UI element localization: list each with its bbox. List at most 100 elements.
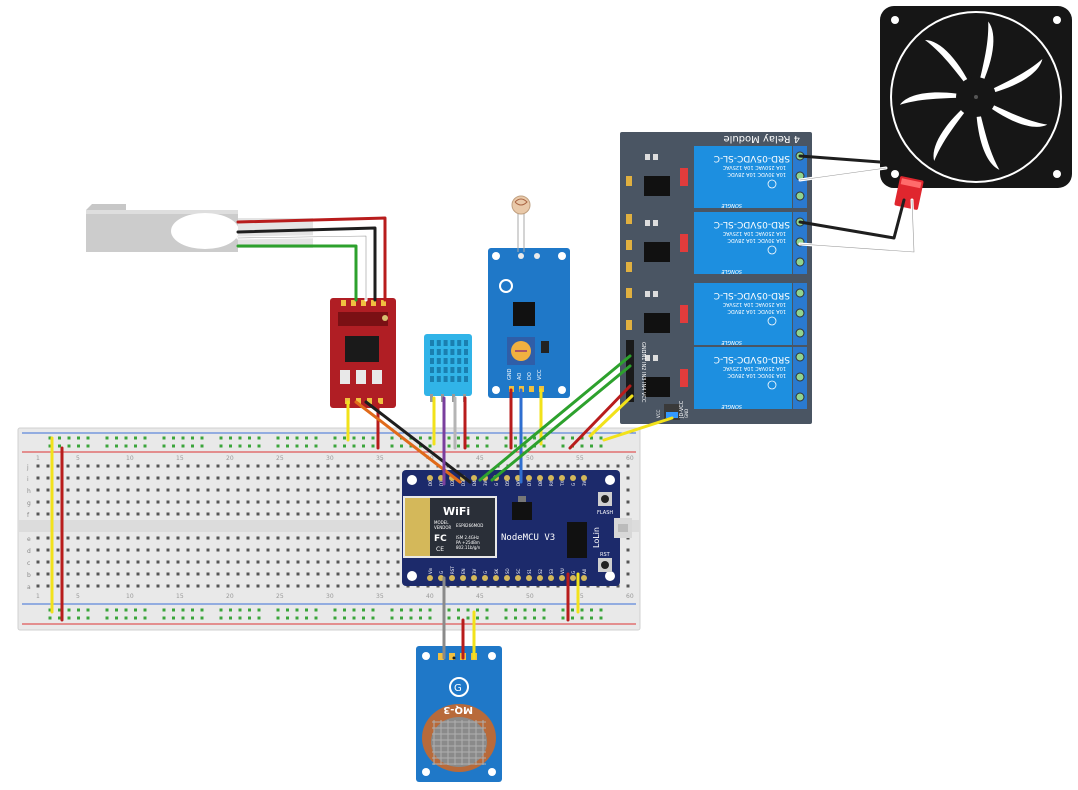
breadboard-hole <box>186 560 190 564</box>
rail-hole <box>181 608 185 612</box>
nodemcu-pin <box>427 575 433 581</box>
dht-vent <box>450 367 455 373</box>
relay-rating: 10A 250VAC 10A 125VAC <box>722 301 786 307</box>
breadboard-hole <box>76 476 80 480</box>
dht-vent <box>457 376 462 382</box>
breadboard-hole <box>316 476 320 480</box>
nodemcu-pin-label: S2 <box>538 568 543 574</box>
breadboard-hole <box>366 512 370 516</box>
breadboard-hole <box>356 512 360 516</box>
breadboard-hole <box>196 500 200 504</box>
breadboard-hole <box>366 584 370 588</box>
rail-hole <box>143 616 147 620</box>
breadboard-hole <box>186 476 190 480</box>
rail-hole <box>514 616 517 620</box>
rail-hole <box>134 608 137 612</box>
breadboard-hole <box>596 464 600 468</box>
breadboard-hole <box>116 536 120 540</box>
rail-hole <box>305 608 308 612</box>
ldr-module: GND AO DO VCC <box>488 195 570 398</box>
breadboard-hole <box>246 464 250 468</box>
rail-hole <box>276 444 280 448</box>
breadboard-hole <box>156 476 160 480</box>
nodemcu-pin-label: G <box>439 571 444 574</box>
breadboard-hole <box>626 560 630 564</box>
breadboard-hole <box>486 464 490 468</box>
rail-hole <box>390 616 394 620</box>
breadboard-hole <box>146 572 150 576</box>
breadboard-hole <box>356 536 360 540</box>
breadboard-hole <box>376 512 380 516</box>
row-letter: b <box>27 572 31 579</box>
breadboard-hole <box>116 464 120 468</box>
ldr-pin-labels: GND AO DO VCC <box>507 368 543 380</box>
breadboard-hole <box>66 476 70 480</box>
breadboard-hole <box>126 476 130 480</box>
breadboard-hole <box>316 512 320 516</box>
vendor-label: VENDOR <box>434 525 451 530</box>
breadboard-hole <box>66 560 70 564</box>
breadboard-hole <box>196 488 200 492</box>
dht-vent <box>457 340 462 346</box>
rail-hole <box>229 436 232 440</box>
breadboard-hole <box>106 572 110 576</box>
nodemcu-name: NodeMCU V3 <box>501 533 555 543</box>
breadboard-hole <box>116 584 120 588</box>
rail-hole <box>485 436 489 440</box>
relay-led <box>680 234 688 252</box>
relay-rating: 10A 30VDC 10A 28VDC <box>727 372 786 378</box>
breadboard-hole <box>236 476 240 480</box>
breadboard-hole <box>156 560 160 564</box>
breadboard-hole <box>386 548 390 552</box>
rail-hole <box>105 444 109 448</box>
dht-vent <box>464 358 468 364</box>
breadboard-hole <box>316 560 320 564</box>
breadboard-hole <box>326 572 330 576</box>
breadboard-hole <box>376 572 380 576</box>
breadboard-hole <box>296 488 300 492</box>
nodemcu-pin-label: G <box>494 483 499 486</box>
breadboard-hole <box>196 476 200 480</box>
row-letter: j <box>26 464 29 471</box>
breadboard-hole <box>206 512 210 516</box>
breadboard-hole <box>186 500 190 504</box>
relay-jumper <box>626 176 632 186</box>
breadboard-hole <box>216 512 220 516</box>
column-number: 55 <box>576 593 584 600</box>
breadboard-hole <box>166 536 170 540</box>
breadboard-hole <box>286 500 290 504</box>
breadboard-hole <box>216 464 220 468</box>
breadboard-hole <box>86 548 90 552</box>
breadboard-hole <box>106 548 110 552</box>
breadboard-hole <box>336 488 340 492</box>
breadboard-hole <box>96 548 100 552</box>
relay-jd-pin: VCC <box>656 409 661 418</box>
nodemcu-pin <box>570 475 576 481</box>
pa-label: PA +25dBm <box>456 540 480 545</box>
breadboard-hole <box>46 560 50 564</box>
breadboard-hole <box>86 572 90 576</box>
breadboard-hole <box>516 464 520 468</box>
rail-hole <box>343 616 346 620</box>
breadboard-hole <box>236 584 240 588</box>
breadboard-hole <box>56 512 60 516</box>
rail-hole <box>409 616 413 620</box>
breadboard-hole <box>96 488 100 492</box>
rail-hole <box>571 436 574 440</box>
column-number: 60 <box>626 593 634 600</box>
breadboard-hole <box>246 488 250 492</box>
nodemcu-brand: LoLin <box>592 527 601 548</box>
column-number: 10 <box>126 455 134 462</box>
relay-rating: 10A 30VDC 10A 28VDC <box>727 308 786 314</box>
dht-vent <box>450 349 455 355</box>
column-number: 30 <box>326 593 334 600</box>
breadboard-hole <box>86 464 90 468</box>
breadboard-hole <box>336 500 340 504</box>
breadboard-hole <box>336 560 340 564</box>
breadboard-hole <box>56 560 60 564</box>
dht-vent <box>430 340 434 346</box>
hx711-amplifier <box>330 298 396 408</box>
rail-hole <box>504 436 508 440</box>
column-number: 1 <box>36 455 40 462</box>
